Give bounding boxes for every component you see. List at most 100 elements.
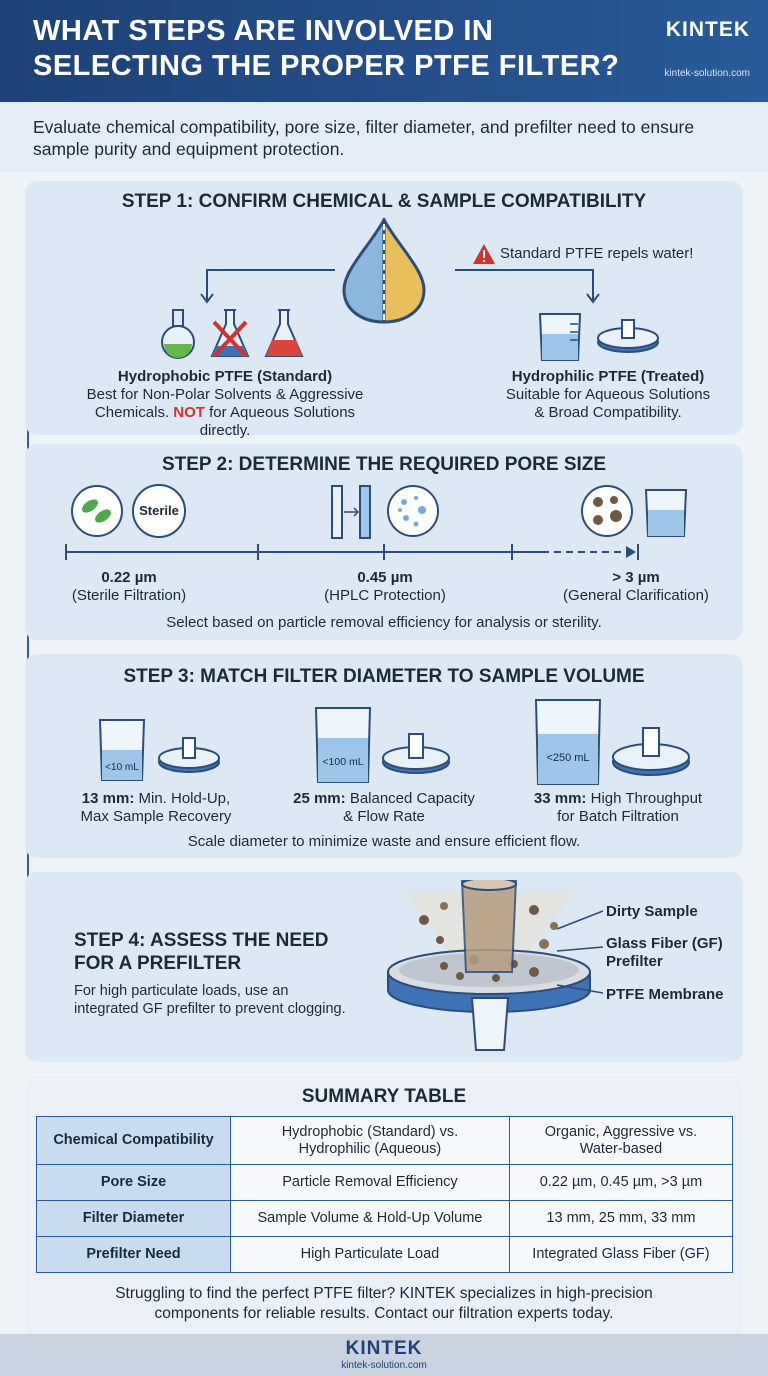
table-cell: Hydrophobic (Standard) vs.Hydrophilic (A…: [230, 1116, 510, 1165]
table-cell: Integrated Glass Fiber (GF): [508, 1236, 734, 1273]
bacteria-icon: [71, 485, 123, 537]
diameter-line2: Max Sample Recovery: [80, 808, 232, 825]
step4-body-2: integrated GF prefilter to prevent clogg…: [74, 1001, 346, 1017]
hydrophobic-desc-2a: Chemicals.: [94, 404, 170, 421]
flask-red-icon: [264, 309, 304, 357]
pore-size-scale: [65, 544, 639, 560]
flask-green-icon: [161, 309, 195, 359]
footer-logo[interactable]: KINTEK: [345, 1338, 423, 1359]
cta-line2: components for reliable results. Contact…: [154, 1305, 614, 1322]
pore-point-022: 0.22 µm (Sterile Filtration): [44, 569, 214, 605]
diameter-line1: High Throughput: [590, 790, 703, 807]
diameter-33mm: 33 mm: High Throughput for Batch Filtrat…: [518, 790, 718, 826]
hydrophilic-desc-1: Suitable for Aqueous Solutions: [505, 386, 711, 403]
hydrophilic-block: Hydrophilic PTFE (Treated) Suitable for …: [458, 368, 758, 422]
pore-point-3: > 3 µm (General Clarification): [546, 569, 726, 605]
beaker-volume-label: <250 mL: [546, 752, 590, 764]
diameter-13mm: 13 mm: Min. Hold-Up, Max Sample Recovery: [56, 790, 256, 826]
page-title: WHAT STEPS ARE INVOLVED IN SELECTING THE…: [33, 15, 620, 82]
diameter-note: Scale diameter to minimize waste and ens…: [187, 833, 581, 850]
syringe-filter-icon: [597, 319, 659, 353]
intro-section: Evaluate chemical compatibility, pore si…: [0, 102, 768, 172]
pore-value: 0.22 µm: [101, 569, 157, 586]
hydrophobic-desc-2: Chemicals. NOT for Aqueous Solutions dir…: [70, 404, 380, 440]
table-key: Pore Size: [36, 1164, 231, 1201]
label-ptfe-membrane: PTFE Membrane: [606, 986, 724, 1003]
prefilter-diagram: [387, 880, 591, 1051]
particles-large-icon: [581, 485, 633, 537]
step4-body-1: For high particulate loads, use an: [74, 983, 289, 999]
diameter-line2: & Flow Rate: [343, 808, 425, 825]
flask-incompatible-icon: [210, 309, 250, 358]
table-cell-line: Organic, Aggressive vs.: [544, 1123, 698, 1140]
pore-desc: (Sterile Filtration): [71, 587, 187, 604]
step2-title: STEP 2: DETERMINE THE REQUIRED PORE SIZE: [161, 454, 607, 475]
diameter-size: 25 mm:: [293, 790, 346, 807]
brand-logo[interactable]: KINTEK: [665, 18, 750, 41]
footer-url[interactable]: kintek-solution.com: [341, 1360, 427, 1371]
pore-point-045: 0.45 µm (HPLC Protection): [300, 569, 470, 605]
hydrophobic-desc-2b: for Aqueous Solutions directly.: [199, 404, 356, 439]
beaker-volume-label: <10 mL: [105, 762, 139, 773]
pore-desc: (HPLC Protection): [324, 587, 446, 604]
hydrophilic-desc-2: & Broad Compatibility.: [534, 404, 682, 421]
footer: KINTEK kintek-solution.com: [0, 1334, 768, 1376]
sterile-badge: Sterile: [132, 484, 186, 538]
intro-text: Evaluate chemical compatibility, pore si…: [33, 117, 695, 159]
table-row: Prefilter Need High Particulate Load Int…: [36, 1236, 734, 1273]
beaker-icon: [538, 313, 582, 361]
beaker-small-icon: [98, 719, 146, 781]
diameter-line2: for Batch Filtration: [557, 808, 679, 825]
brand-url[interactable]: kintek-solution.com: [664, 68, 750, 79]
cta-text: Struggling to find the perfect PTFE filt…: [25, 1284, 743, 1324]
beaker-icon: [644, 489, 688, 537]
table-cell: High Particulate Load: [230, 1236, 510, 1273]
pore-value: > 3 µm: [612, 569, 660, 586]
hydrophobic-title: Hydrophobic PTFE (Standard): [117, 368, 333, 385]
header-banner: WHAT STEPS ARE INVOLVED IN SELECTING THE…: [0, 0, 768, 102]
step4-title-2: FOR A PREFILTER: [74, 953, 242, 974]
step2-panel: STEP 2: DETERMINE THE REQUIRED PORE SIZE: [25, 444, 743, 640]
cta-line1: Struggling to find the perfect PTFE filt…: [115, 1285, 653, 1302]
water-drop-icon: [342, 218, 426, 324]
not-warning: NOT: [173, 404, 205, 421]
syringe-filter-small-icon: [158, 737, 220, 773]
diameter-size: 13 mm:: [81, 790, 135, 807]
syringe-filter-medium-icon: [382, 733, 450, 774]
summary-table: Chemical Compatibility Hydrophobic (Stan…: [36, 1116, 734, 1273]
summary-title: SUMMARY TABLE: [301, 1086, 467, 1107]
hplc-column-icon: [331, 485, 371, 539]
table-key: Chemical Compatibility: [36, 1116, 231, 1165]
diameter-size: 33 mm:: [533, 790, 587, 807]
label-gf-2: Prefilter: [606, 953, 663, 970]
beaker-volume-label: <100 mL: [322, 756, 364, 768]
step4-body: For high particulate loads, use an integ…: [74, 982, 346, 1018]
table-key: Prefilter Need: [36, 1236, 231, 1273]
table-cell: 13 mm, 25 mm, 33 mm: [508, 1200, 734, 1237]
step1-title: STEP 1: CONFIRM CHEMICAL & SAMPLE COMPAT…: [121, 191, 647, 212]
warning-icon: [473, 244, 495, 264]
branch-arrows: [200, 269, 600, 304]
syringe-filter-large-icon: [612, 727, 690, 776]
hydrophobic-block: Hydrophobic PTFE (Standard) Best for Non…: [70, 368, 380, 440]
pore-value: 0.45 µm: [357, 569, 413, 586]
table-cell: Particle Removal Efficiency: [230, 1164, 510, 1201]
pore-desc: (General Clarification): [563, 587, 709, 604]
hydrophilic-title: Hydrophilic PTFE (Treated): [511, 368, 705, 385]
table-cell-line: Hydrophobic (Standard) vs.: [281, 1123, 459, 1140]
table-cell-line: Water-based: [579, 1140, 663, 1157]
particles-small-icon: [387, 485, 439, 537]
table-key: Filter Diameter: [36, 1200, 231, 1237]
table-row: Pore Size Particle Removal Efficiency 0.…: [36, 1164, 734, 1201]
diameter-25mm: 25 mm: Balanced Capacity & Flow Rate: [284, 790, 484, 826]
step4-title-1: STEP 4: ASSESS THE NEED: [74, 930, 329, 951]
diameter-line1: Balanced Capacity: [349, 790, 475, 807]
pore-note: Select based on particle removal efficie…: [166, 614, 602, 631]
warning-text: Standard PTFE repels water!: [500, 245, 694, 262]
label-dirty-sample: Dirty Sample: [606, 903, 698, 920]
callout-lines: [556, 910, 604, 994]
table-cell: Sample Volume & Hold-Up Volume: [230, 1200, 510, 1237]
hydrophobic-desc-1: Best for Non-Polar Solvents & Aggressive: [86, 386, 364, 403]
table-row: Filter Diameter Sample Volume & Hold-Up …: [36, 1200, 734, 1237]
label-gf-prefilter: Glass Fiber (GF) Prefilter: [606, 935, 723, 971]
